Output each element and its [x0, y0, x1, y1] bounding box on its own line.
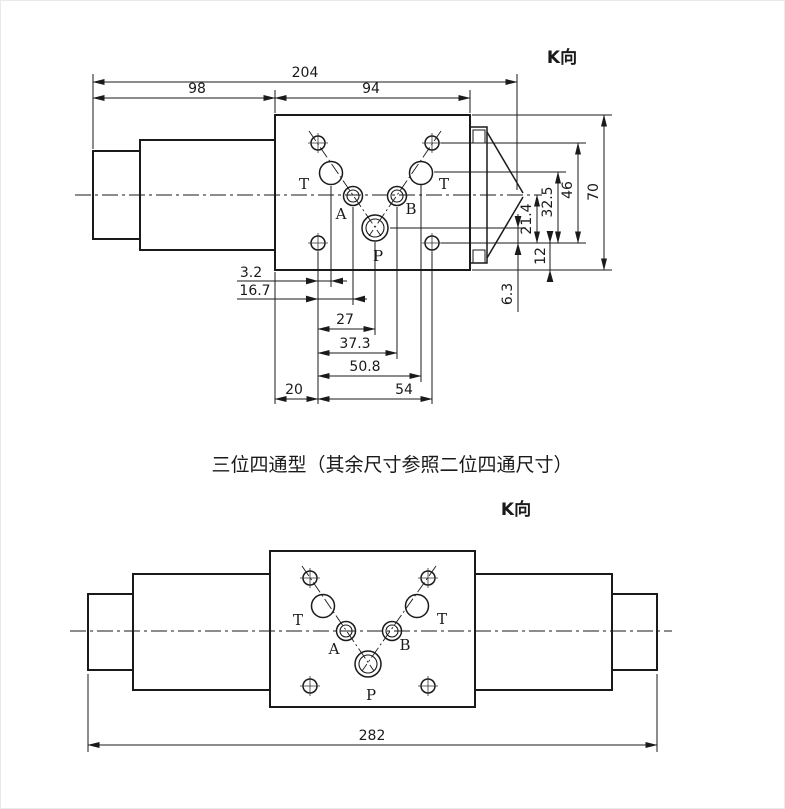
port-a — [342, 185, 364, 207]
dim-16-7: 16.7 — [239, 283, 270, 299]
dim-12: 12 — [533, 247, 549, 265]
solenoid-body-right — [474, 573, 613, 691]
hole-crosshair — [417, 675, 439, 697]
port-label-a: A — [335, 205, 347, 223]
hole-crosshair — [299, 567, 321, 589]
hole-crosshair — [307, 232, 329, 254]
port-p — [361, 214, 389, 242]
port-label-a-bottom: A — [328, 640, 340, 658]
hole-crosshair — [421, 232, 443, 254]
solenoid-end-cap-left — [87, 593, 134, 671]
port-label-p: P — [373, 247, 383, 265]
bottom-view-port-labels: T T A B P — [293, 610, 447, 704]
port-b-bottom — [381, 620, 403, 642]
port-label-p-bottom: P — [366, 686, 376, 704]
hole-crosshair — [421, 132, 443, 154]
v-centerline-right — [368, 130, 442, 237]
port-p-inner — [365, 218, 385, 238]
port-p-bottom — [354, 650, 382, 678]
dim-204: 204 — [292, 65, 319, 81]
top-view-port-centerlines — [308, 130, 442, 237]
v-centerline-right-bottom — [361, 565, 437, 672]
port-label-b-bottom: B — [399, 636, 410, 654]
dim-70: 70 — [586, 183, 602, 201]
port-t-left-bottom — [310, 593, 336, 619]
port-label-t-left: T — [299, 175, 309, 193]
dim-98: 98 — [188, 81, 206, 97]
dim-50-8: 50.8 — [349, 359, 380, 375]
bottom-view-extension-lines — [87, 674, 658, 752]
top-view-ports — [307, 132, 443, 254]
top-view-dimension-text: 204 98 94 3.2 16.7 27 37.3 50.8 20 54 6.… — [188, 65, 602, 398]
top-view: 204 98 94 3.2 16.7 27 37.3 50.8 20 54 6.… — [75, 47, 612, 404]
port-label-t-left-bottom: T — [293, 611, 303, 629]
valve-body-bottom — [269, 550, 476, 708]
port-a-inner — [346, 189, 360, 203]
plate-bend-line-upper — [486, 131, 524, 194]
top-view-port-labels: T T A B P — [299, 175, 449, 265]
top-view-dimension-lines — [92, 79, 607, 402]
bottom-view-ports — [299, 567, 439, 697]
port-a-bottom — [335, 620, 357, 642]
bottom-view: K向 — [70, 499, 672, 752]
dim-20: 20 — [285, 382, 303, 398]
dim-54: 54 — [395, 382, 413, 398]
port-p-inner-bottom — [358, 654, 378, 674]
hole-crosshair — [417, 567, 439, 589]
dimarrows-16-7 — [306, 295, 365, 303]
dimarrows-6-3 — [514, 216, 522, 255]
solenoid-body-left — [132, 573, 271, 691]
hole-crosshair — [299, 675, 321, 697]
hole-crosshair — [307, 132, 329, 154]
dim-32-5: 32.5 — [540, 186, 556, 217]
port-t-left — [318, 160, 344, 186]
port-a-inner-bottom — [339, 624, 353, 638]
port-b-inner — [390, 189, 404, 203]
port-t-right-bottom — [404, 593, 430, 619]
port-label-b: B — [405, 200, 416, 218]
port-label-t-right: T — [439, 175, 449, 193]
top-view-extension-lines — [92, 74, 612, 404]
mounting-plate-tab-top — [472, 129, 486, 144]
dimarrows-12 — [546, 231, 554, 282]
mounting-plate-tab-bottom — [472, 249, 486, 264]
dim-46: 46 — [560, 181, 576, 199]
dim-37-3: 37.3 — [339, 336, 370, 352]
solenoid-end-cap-right — [611, 593, 658, 671]
v-centerline-left — [308, 130, 382, 237]
k-direction-label-top: K向 — [547, 47, 577, 68]
bottom-view-outline — [87, 550, 658, 708]
dim-6-3: 6.3 — [500, 283, 516, 305]
port-t-right — [408, 160, 434, 186]
port-b-inner-bottom — [385, 624, 399, 638]
dim-27: 27 — [336, 312, 354, 328]
dim-3-2: 3.2 — [240, 265, 262, 281]
dim-21-4: 21.4 — [519, 203, 535, 234]
dim-94: 94 — [362, 81, 380, 97]
dim-282: 282 — [359, 728, 386, 744]
dimarrows-3-2 — [306, 277, 343, 285]
solenoid-end-cap — [92, 150, 141, 240]
k-direction-label-bottom: K向 — [501, 499, 531, 520]
caption-title: 三位四通型（其余尺寸参照二位四通尺寸） — [211, 454, 572, 476]
port-label-t-right-bottom: T — [437, 610, 447, 628]
port-b — [386, 185, 408, 207]
